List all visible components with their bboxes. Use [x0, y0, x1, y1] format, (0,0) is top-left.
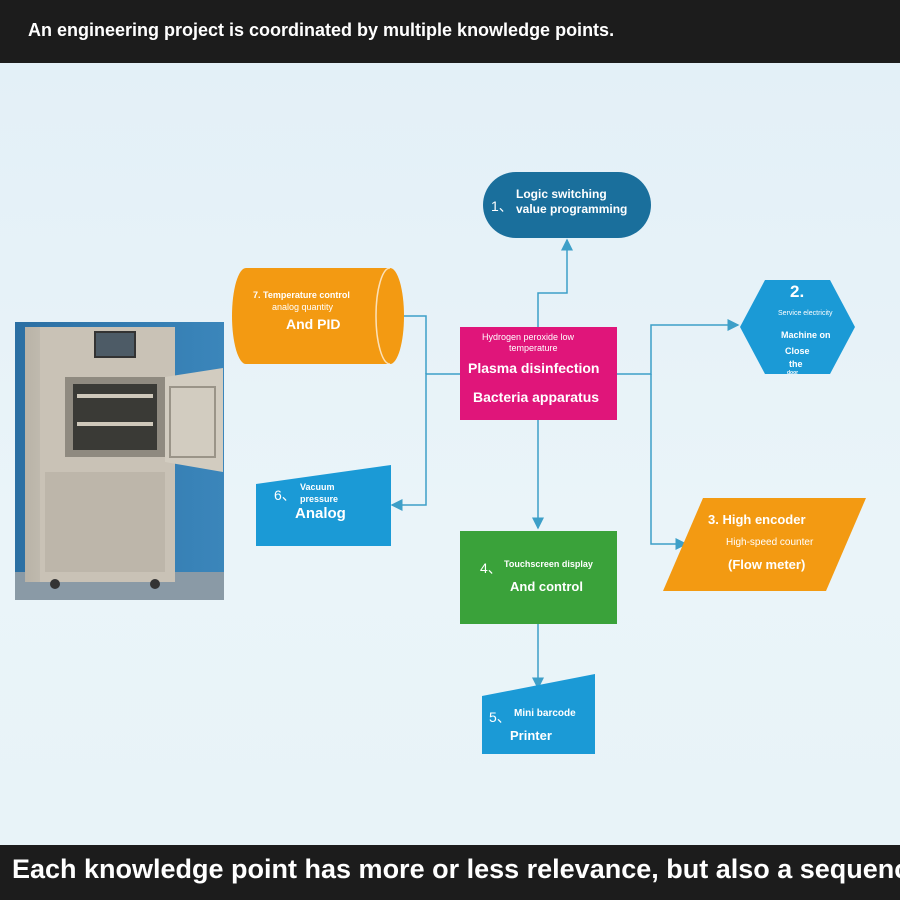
header-text: An engineering project is coordinated by… — [28, 20, 615, 40]
node-2-line4: the — [789, 359, 803, 369]
node-4-line2: And control — [510, 579, 583, 594]
header-bar: An engineering project is coordinated by… — [0, 0, 900, 63]
center-line1: Hydrogen peroxide low — [482, 332, 575, 342]
node-2-line3: Close — [785, 346, 810, 356]
node-1-line2: value programming — [516, 202, 628, 216]
node-3-line3: (Flow meter) — [728, 557, 806, 572]
node-2-service-electricity: 2. Service electricity Machine on Close … — [740, 280, 855, 376]
node-6-line3: Analog — [295, 505, 346, 522]
node-7-line1: 7. Temperature control — [253, 290, 350, 300]
node-6-num: 6、 — [274, 487, 296, 503]
node-7-line3: And PID — [286, 316, 341, 332]
node-6-vacuum-pressure: 6、 Vacuum pressure Analog — [256, 465, 391, 546]
node-2-line5: door — [787, 370, 799, 376]
node-1-logic-switching: 1、 Logic switching value programming — [483, 172, 651, 238]
node-2-line1: Service electricity — [778, 310, 833, 317]
node-1-line1: Logic switching — [516, 187, 607, 201]
node-5-line1: Mini barcode — [514, 708, 576, 719]
connector-to-n3 — [650, 374, 688, 550]
node-4-touchscreen: 4、 Touchscreen display And control — [460, 531, 617, 624]
node-5-num: 5、 — [489, 709, 511, 725]
node-7-line2: analog quantity — [272, 302, 334, 312]
center-node: Hydrogen peroxide low temperature Plasma… — [460, 327, 617, 420]
node-1-num: 1、 — [491, 198, 513, 214]
node-2-line2: Machine on — [781, 330, 831, 340]
footer-text: Each knowledge point has more or less re… — [12, 854, 900, 884]
sterilizer-machine-image — [15, 322, 224, 600]
connector-to-n2 — [617, 319, 740, 375]
center-line3: Plasma disinfection — [468, 360, 600, 376]
node-4-num: 4、 — [480, 560, 502, 576]
node-5-barcode-printer: 5、 Mini barcode Printer — [482, 674, 595, 754]
node-5-line2: Printer — [510, 728, 552, 743]
node-3-line1: 3. High encoder — [708, 512, 806, 527]
node-6-line2: pressure — [300, 494, 339, 504]
connector-to-n1 — [537, 238, 573, 327]
center-line4: Bacteria apparatus — [473, 389, 600, 405]
node-3-high-encoder: 3. High encoder High-speed counter (Flow… — [663, 498, 866, 591]
node-4-line1: Touchscreen display — [504, 559, 593, 569]
node-7-temperature-control: 7. Temperature control analog quantity A… — [232, 268, 404, 364]
node-6-line1: Vacuum — [300, 482, 335, 492]
node-3-line2: High-speed counter — [726, 537, 814, 548]
footer-bar: Each knowledge point has more or less re… — [0, 845, 900, 900]
node-2-num: 2. — [790, 282, 805, 301]
connector-to-n6 — [390, 373, 460, 511]
center-line2: temperature — [509, 343, 558, 353]
